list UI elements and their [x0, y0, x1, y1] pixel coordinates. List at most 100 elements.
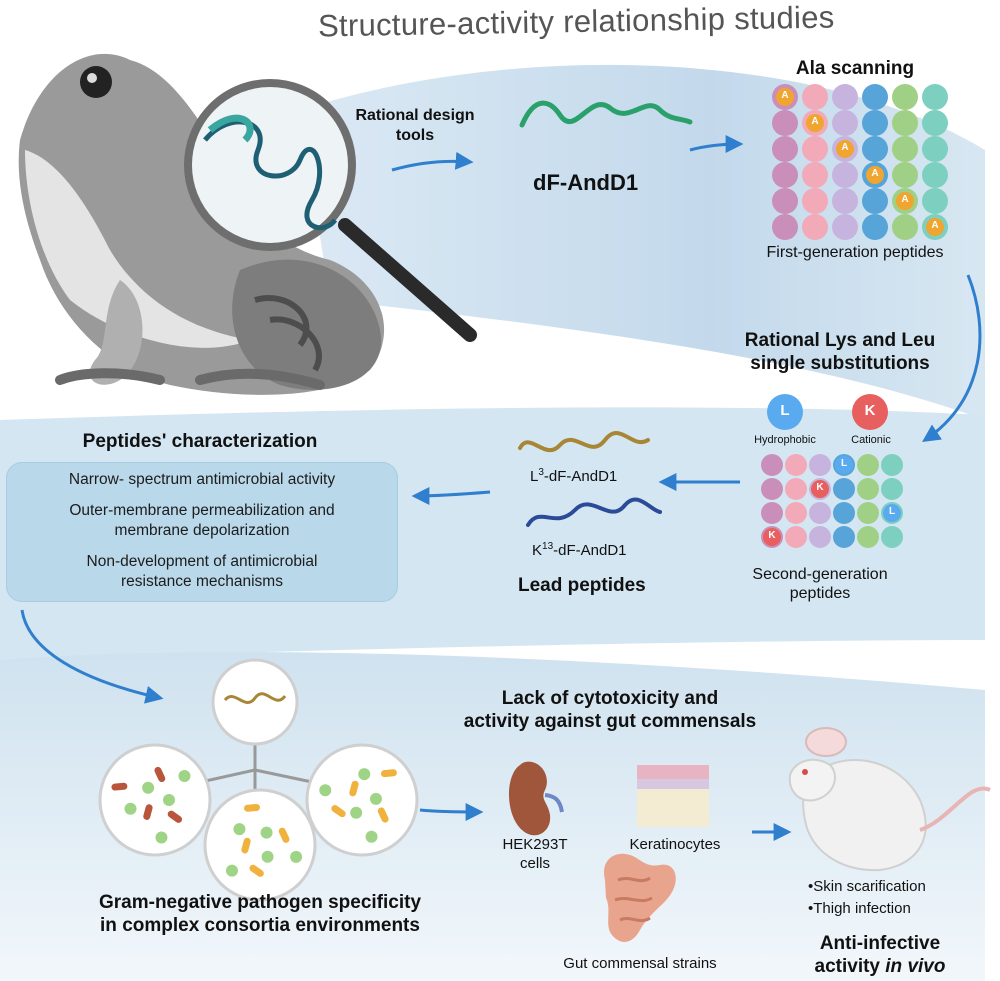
gram-negative-heading-line2: in complex consortia environments [100, 915, 420, 936]
ala-grid-cell [802, 136, 828, 162]
ala-grid-cell [892, 214, 918, 240]
ala-substitution-badge [866, 166, 884, 184]
peptide-dF-AndD1-label: dF-AndD1 [533, 170, 639, 195]
substitution-grid-cell [809, 526, 831, 548]
substitution-badge-letter: K [768, 530, 776, 541]
ala-grid-cell [832, 214, 858, 240]
keratinocytes-label: Keratinocytes [629, 836, 721, 853]
substitution-grid-cell [809, 502, 831, 524]
ala-substitution-badge [896, 192, 914, 210]
lead-L3-rest: -dF-AndD1 [543, 468, 618, 485]
lys-badge-letter: K [864, 402, 876, 419]
substitution-heading-line1: Rational Lys and Leu [744, 330, 936, 351]
substitution-badge [883, 504, 901, 522]
ala-grid-cell [862, 136, 888, 162]
substitution-grid-cell [785, 454, 807, 476]
bacterium-coccus [124, 802, 137, 815]
in-vivo-bullet-2: •Thigh infection [808, 900, 911, 917]
ala-grid-cell [802, 84, 828, 110]
substitution-grid-cell [761, 502, 783, 524]
ala-grid-cell [772, 110, 798, 136]
in-vivo-bullet-1: •Skin scarification [808, 878, 926, 895]
characterization-heading: Peptides' characterization [82, 431, 318, 452]
substitution-badge-letter: L [888, 506, 896, 517]
ala-grid-cell [772, 136, 798, 162]
second-generation-caption-line2: peptides [789, 585, 851, 602]
hek293t-label-line1: HEK293T [502, 836, 568, 853]
ala-grid-cell [832, 162, 858, 188]
substitution-grid-cell [833, 526, 855, 548]
ala-grid-cell [862, 188, 888, 214]
ala-grid-cell [922, 162, 948, 188]
bacterium-rod [278, 827, 290, 843]
bacterium-coccus [142, 781, 155, 794]
substitution-grid-cell [857, 454, 879, 476]
bacterium-coccus [358, 768, 371, 781]
ala-substitution-badge [836, 140, 854, 158]
peptide-dF-AndD1-chain [519, 100, 693, 128]
hydrophobic-label: Hydrophobic [754, 434, 816, 446]
bacterium-rod [377, 807, 389, 823]
bacterium-rod [249, 864, 264, 877]
substitution-grid-cell [761, 454, 783, 476]
substitution-grid-cell [881, 478, 903, 500]
hek293t-label-line2: cells [519, 855, 550, 872]
substitution-badge [763, 528, 781, 546]
ala-grid-cell [862, 110, 888, 136]
bacterium-coccus [163, 794, 175, 806]
ala-grid-cell [922, 136, 948, 162]
substitution-grid-cell [785, 526, 807, 548]
bacterium-coccus [155, 831, 168, 844]
ala-badge-letter: A [931, 220, 939, 231]
frog-illustration [18, 53, 385, 395]
ala-grid-cell [772, 162, 798, 188]
substitution-grid-cell [833, 478, 855, 500]
bacterium-rod [244, 803, 260, 812]
ala-grid-cell [772, 214, 798, 240]
characterization-item-3-line2: resistance mechanisms [121, 573, 283, 590]
lead-L3-sup: 3 [538, 467, 544, 478]
ala-scanning-heading: Ala scanning [795, 58, 915, 79]
ala-grid-cell [922, 110, 948, 136]
intestine-icon [604, 853, 676, 942]
substitution-heading-line2: single substitutions [750, 353, 930, 374]
ala-grid-cell [772, 188, 798, 214]
ala-badge-letter: A [901, 194, 909, 205]
cationic-label: Cationic [851, 434, 891, 446]
second-generation-grid [761, 454, 903, 548]
second-generation-caption-line1: Second-generation [752, 566, 888, 583]
magnifying-glass-icon [184, 79, 477, 342]
lead-K13-rest: -dF-AndD1 [553, 542, 627, 559]
ala-badge-letter: A [811, 116, 819, 127]
arrow-gram-to-cytotox [419, 802, 484, 821]
ala-badge-letter: A [871, 168, 879, 179]
ala-grid-cell [802, 162, 828, 188]
cytotox-heading-line2: activity against gut commensals [463, 711, 757, 732]
substitution-grid-cell [809, 454, 831, 476]
bacterium-coccus [261, 850, 274, 863]
bacterium-coccus [225, 864, 238, 877]
bacterium-coccus [178, 770, 191, 783]
ala-grid-cell [832, 84, 858, 110]
lead-K13-chain [526, 497, 662, 527]
anti-infective-italic: in vivo [885, 956, 946, 977]
ala-grid-cell [922, 84, 948, 110]
lead-L3-chain [518, 431, 650, 453]
ala-grid-cell [892, 162, 918, 188]
anti-infective-heading-line1: Anti-infective [819, 933, 941, 954]
substitution-grid-cell [857, 526, 879, 548]
substitution-badge [811, 480, 829, 498]
bacteria-icons [111, 766, 397, 877]
ala-substitution-badge [776, 88, 794, 106]
substitution-grid-cell [881, 454, 903, 476]
bacterium-rod [349, 780, 359, 797]
characterization-item-2-line1: Outer-membrane permeabilization and [69, 502, 335, 519]
bacterium-rod [241, 837, 251, 854]
bacterium-rod [380, 769, 397, 778]
characterization-item-3-line1: Non-development of antimicrobial [86, 553, 318, 570]
ala-scanning-grid [772, 84, 948, 240]
kidney-icon [508, 761, 564, 836]
bacterium-coccus [369, 792, 382, 805]
